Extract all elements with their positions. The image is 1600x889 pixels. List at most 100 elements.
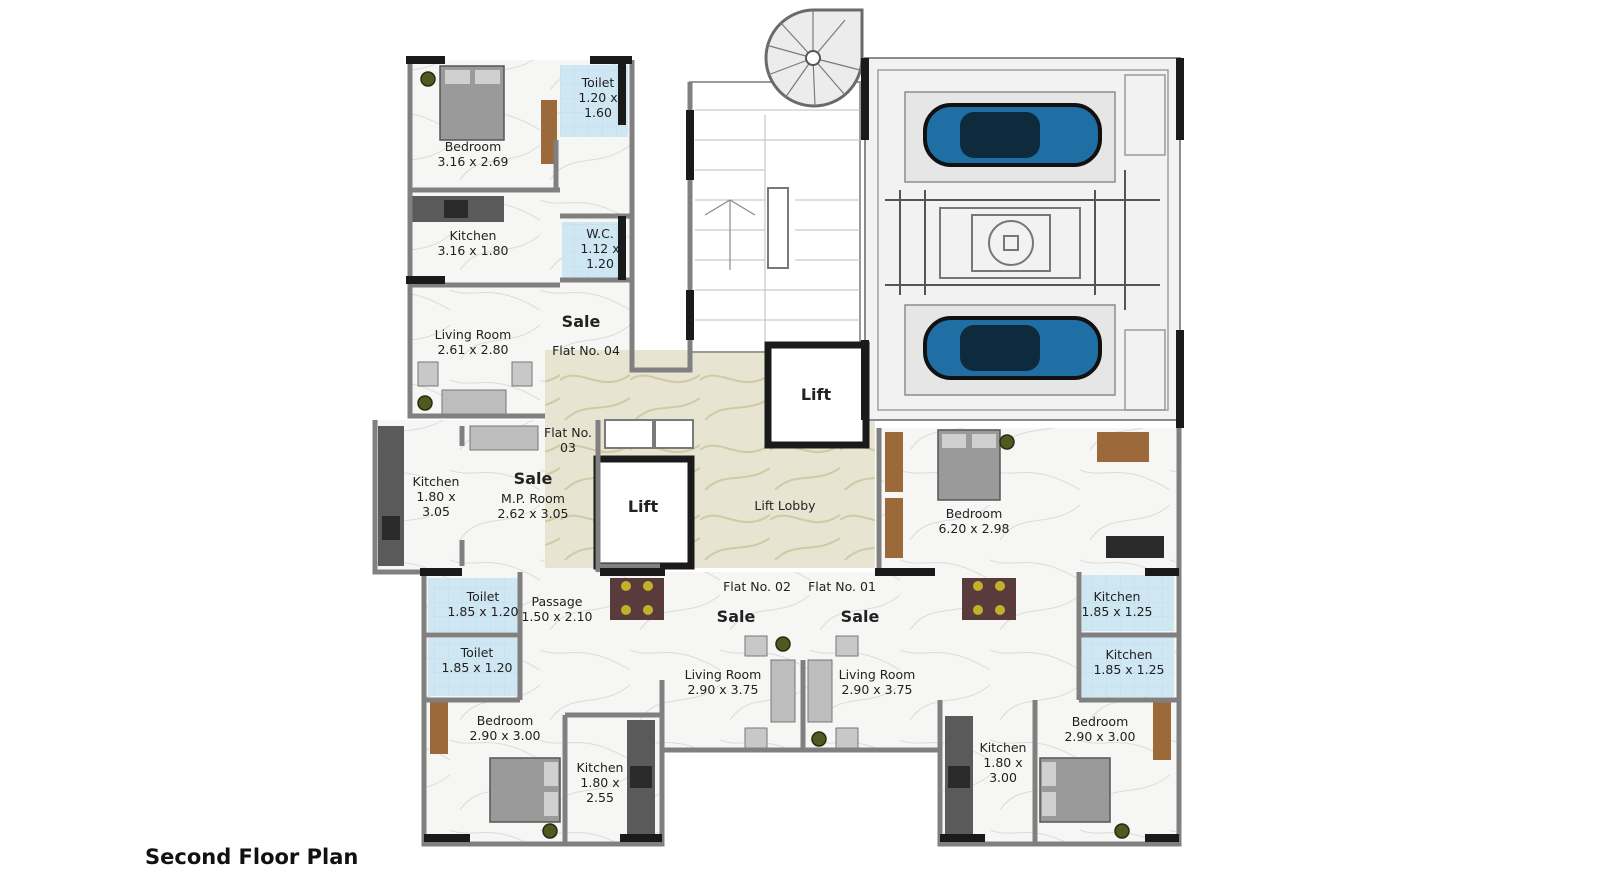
- svg-text:Flat No.03: Flat No.03: [544, 425, 592, 455]
- flat-number: Flat No. 02: [723, 579, 791, 594]
- staircase: [689, 81, 861, 353]
- kitchen-floor: [1082, 575, 1174, 631]
- room-size: 2.62 x 3.05: [497, 506, 568, 521]
- flat-number: Flat No. 01: [808, 579, 876, 594]
- room-size: 1.80 x: [580, 775, 619, 790]
- desk-icon: [1097, 432, 1149, 462]
- sale-label: Sale: [514, 469, 553, 488]
- room-size: 1.60: [584, 105, 612, 120]
- bed-icon: [489, 757, 561, 823]
- room-name: Toilet: [581, 75, 615, 90]
- room-size: 3.16 x 1.80: [437, 243, 508, 258]
- room-size: 3.16 x 2.69: [437, 154, 508, 169]
- room-size: 2.90 x 3.00: [469, 728, 540, 743]
- room-name: Kitchen: [413, 474, 460, 489]
- room-name: Bedroom: [477, 713, 534, 728]
- bed-icon: [1039, 757, 1111, 823]
- room-name: Bedroom: [946, 506, 1003, 521]
- room-size: 2.61 x 2.80: [437, 342, 508, 357]
- room-name: Toilet: [460, 645, 494, 660]
- room-size: 1.12 x: [580, 241, 619, 256]
- lift-label: Lift: [801, 385, 832, 404]
- room-size: 1.20 x: [578, 90, 617, 105]
- room-size: 3.00: [989, 770, 1017, 785]
- kitchen-floor: [1082, 637, 1174, 697]
- room-name: Living Room: [435, 327, 512, 342]
- room-size: 1.80 x: [983, 755, 1022, 770]
- room-name: Kitchen: [450, 228, 497, 243]
- room-size: 2.90 x 3.75: [841, 682, 912, 697]
- room-name: W.C.: [586, 226, 614, 241]
- room-size: 6.20 x 2.98: [938, 521, 1009, 536]
- room-size: 1.85 x 1.20: [447, 604, 518, 619]
- toilet-floor: [428, 578, 518, 632]
- room-name: Bedroom: [1072, 714, 1129, 729]
- room-name: Living Room: [839, 667, 916, 682]
- car-icon: [923, 316, 1102, 380]
- sale-label: Sale: [841, 607, 880, 626]
- car-icon: [923, 103, 1102, 167]
- wardrobe-icon: [430, 100, 1171, 760]
- room-name: Kitchen: [577, 760, 624, 775]
- treadmill-icon: [1106, 536, 1164, 558]
- walls: [372, 56, 1184, 847]
- bed-icon: [937, 429, 1001, 501]
- plan-caption: Second Floor Plan: [145, 845, 359, 869]
- room-name: Kitchen: [1106, 647, 1153, 662]
- flat-number: 03: [560, 440, 576, 455]
- toilet-floor: [560, 65, 628, 137]
- armchair-icon: [417, 361, 859, 749]
- room-name: Passage: [532, 594, 583, 609]
- dining-table-icon: [962, 578, 1016, 620]
- room-name: M.P. Room: [501, 491, 565, 506]
- room-name: Kitchen: [980, 740, 1027, 755]
- room-size: 1.85 x 1.25: [1093, 662, 1164, 677]
- room-size: 1.20: [586, 256, 614, 271]
- sofa-icon: [469, 425, 539, 451]
- sale-label: Sale: [562, 312, 601, 331]
- plant-icon: [417, 71, 1130, 839]
- room-name: Bedroom: [445, 139, 502, 154]
- room-size: 1.85 x 1.20: [441, 660, 512, 675]
- lift-shafts: [593, 341, 870, 570]
- sale-label: Sale: [717, 607, 756, 626]
- room-size: 3.05: [422, 504, 450, 519]
- svg-text:W.C.1.12 x1.20: W.C.1.12 x1.20: [580, 226, 619, 271]
- flat-number: Flat No. 04: [552, 343, 620, 358]
- room-size: 1.50 x 2.10: [521, 609, 592, 624]
- lift-lobby-label: Lift Lobby: [754, 498, 816, 513]
- furniture: [378, 65, 1171, 842]
- room-size: 2.55: [586, 790, 614, 805]
- room-size: 2.90 x 3.00: [1064, 729, 1135, 744]
- sofa-icon: [807, 659, 833, 723]
- room-name: Toilet: [466, 589, 500, 604]
- lift-label: Lift: [628, 497, 659, 516]
- room-name: Kitchen: [1094, 589, 1141, 604]
- wc-floor: [562, 222, 622, 280]
- bed-icon: [439, 65, 505, 141]
- stove-icon: [382, 200, 970, 788]
- car-parking: [864, 57, 1181, 421]
- dining-table-icon: [610, 578, 664, 620]
- room-size: 1.85 x 1.25: [1081, 604, 1152, 619]
